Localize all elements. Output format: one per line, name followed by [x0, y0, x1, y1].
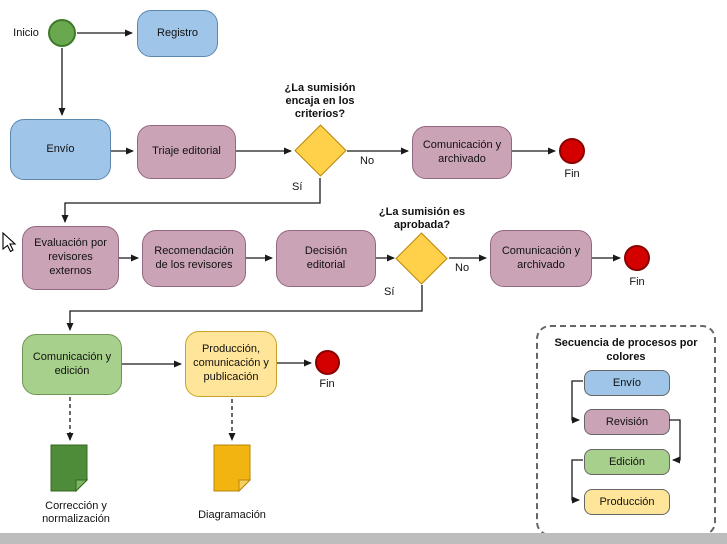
legend-item-edicion: Edición	[584, 449, 670, 475]
node-comunicacion-archivado-1: Comunicación y archivado	[412, 126, 512, 179]
node-decision-editorial: Decisión editorial	[276, 230, 376, 287]
node-evaluacion: Evaluación por revisores externos	[22, 226, 119, 290]
document-note-yellow-icon	[213, 444, 251, 492]
document-note-green-icon	[50, 444, 88, 492]
node-recomendacion: Recomendación de los revisores	[142, 230, 246, 287]
arrow-decision1-si	[61, 178, 321, 223]
arrow-decision2-si	[66, 285, 423, 331]
decision2-question: ¿La sumisión es aprobada?	[378, 206, 466, 232]
node-comunicacion-edicion: Comunicación y edición	[22, 334, 122, 395]
decision1-no-label: No	[360, 155, 375, 167]
node-registro: Registro	[137, 10, 218, 57]
legend-item-produccion: Producción	[584, 489, 670, 515]
node-produccion: Producción, comunicación y publicación	[185, 331, 277, 397]
fin-label-2: Fin	[629, 276, 645, 288]
node-envio: Envío	[10, 119, 111, 180]
node-comunicacion-archivado-2: Comunicación y archivado	[490, 230, 592, 287]
fin-label-1: Fin	[564, 168, 580, 180]
decision2-si-label: Sí	[384, 286, 395, 298]
correccion-label: Corrección y normalización	[42, 500, 110, 526]
legend-title: Secuencia de procesos por colores	[554, 337, 698, 364]
bottom-bar	[0, 533, 727, 544]
end-node-icon-1	[559, 138, 585, 164]
legend-item-envio: Envío	[584, 370, 670, 396]
start-label: Inicio	[13, 27, 39, 39]
end-node-icon-3	[315, 350, 340, 375]
end-node-icon-2	[624, 245, 650, 271]
legend-item-revision: Revisión	[584, 409, 670, 435]
mouse-cursor-icon	[2, 232, 17, 253]
diagramacion-label: Diagramación	[198, 509, 266, 521]
node-triaje: Triaje editorial	[137, 125, 236, 179]
decision1-diamond	[294, 124, 347, 177]
start-node-icon	[48, 19, 76, 47]
decision1-question: ¿La sumisión encaja en los criterios?	[284, 82, 356, 121]
decision2-no-label: No	[455, 262, 470, 274]
legend-panel: Secuencia de procesos por colores Envío …	[536, 325, 716, 536]
decision1-si-label: Sí	[292, 181, 303, 193]
fin-label-3: Fin	[319, 378, 335, 390]
decision2-diamond	[395, 232, 448, 285]
